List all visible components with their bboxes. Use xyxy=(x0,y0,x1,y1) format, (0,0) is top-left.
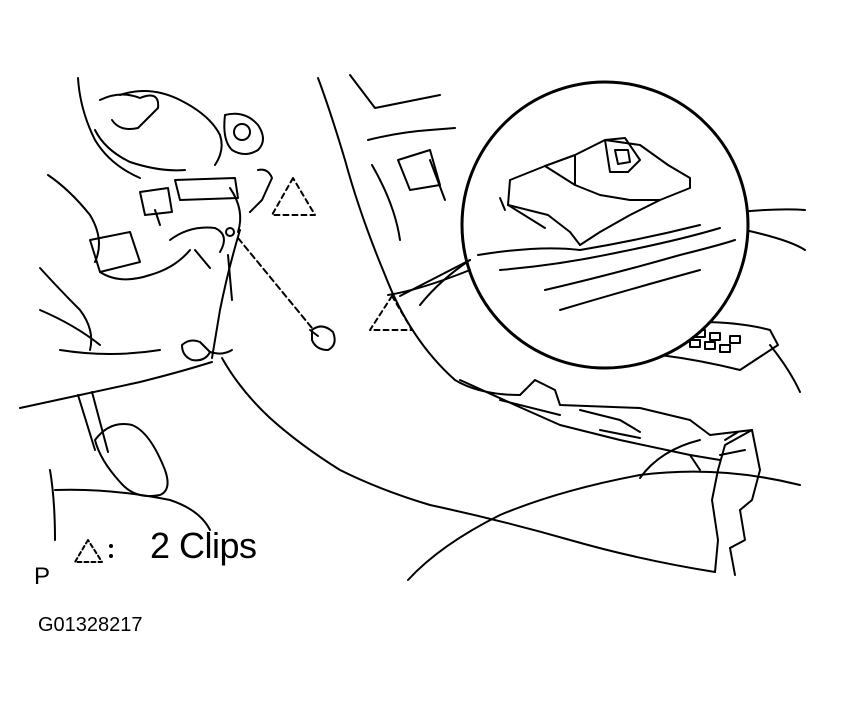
view-letter: P xyxy=(34,563,51,590)
clip-detail-callout xyxy=(460,80,750,370)
center-console xyxy=(221,357,801,581)
steering-column-wiring xyxy=(39,77,273,355)
clip-marker-lower xyxy=(369,295,413,331)
brake-pedal xyxy=(94,423,169,498)
clip-marker-upper xyxy=(271,177,316,216)
callout-leader xyxy=(387,259,471,306)
floor-outline xyxy=(19,361,213,541)
legend-colon xyxy=(109,544,113,558)
dashboard-outline xyxy=(317,74,806,381)
clip-triangle-icon xyxy=(74,539,103,563)
left-trim-panel xyxy=(181,227,241,362)
figure-id: G01328217 xyxy=(38,614,143,636)
screw xyxy=(237,237,336,351)
legend-label: 2 Clips xyxy=(150,525,257,566)
